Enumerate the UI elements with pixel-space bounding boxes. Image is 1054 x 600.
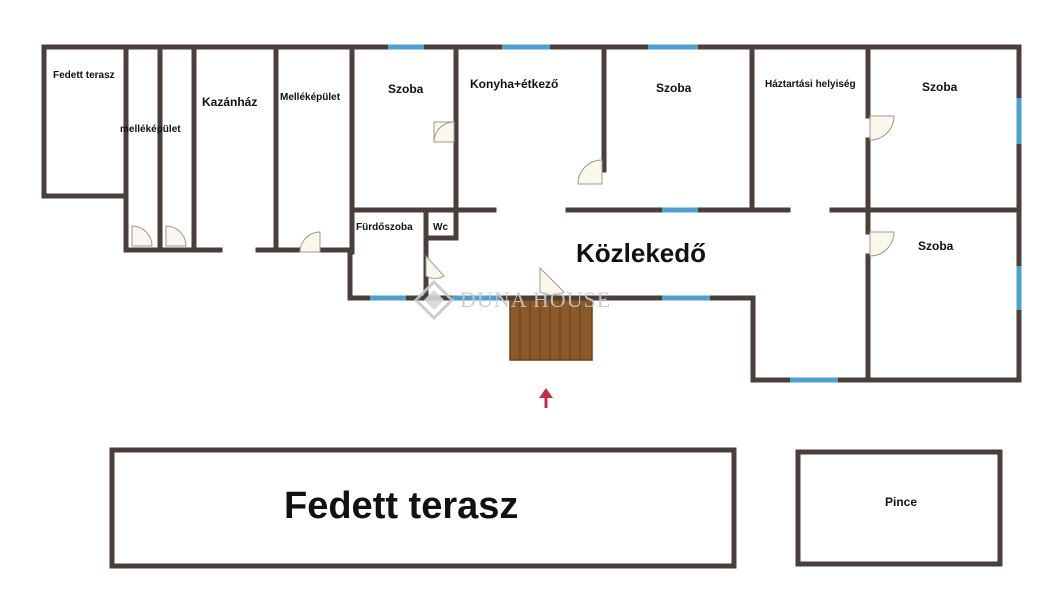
cellar-outline xyxy=(795,449,1003,567)
entrance-stairs xyxy=(509,299,593,361)
label-furdoszoba: Fürdőszoba xyxy=(356,222,413,233)
terrace-outline xyxy=(109,447,737,569)
label-konyha: Konyha+étkező xyxy=(470,77,558,91)
label-szoba-2: Szoba xyxy=(656,81,692,95)
room-labels: Fedett terasz melléképület Kazánház Mell… xyxy=(53,70,958,527)
label-kozlekedo: Közlekedő xyxy=(576,238,706,268)
label-melleképulet: Melléképület xyxy=(280,92,341,103)
label-fedett-terasz-large: Fedett terasz xyxy=(284,485,518,527)
windows xyxy=(370,44,1022,383)
label-pince: Pince xyxy=(885,495,917,509)
entrance-arrow-icon xyxy=(539,388,553,408)
label-wc: Wc xyxy=(433,222,448,233)
label-kazanhaz: Kazánház xyxy=(202,95,257,109)
doors xyxy=(131,115,895,296)
watermark-text: DUNA HOUSE xyxy=(460,287,611,312)
label-melleképulet-small: melléképület xyxy=(120,124,181,135)
label-szoba-3: Szoba xyxy=(922,80,958,94)
outer-walls xyxy=(41,44,1022,383)
label-fedett-terasz-small: Fedett terasz xyxy=(53,70,115,81)
label-szoba-1: Szoba xyxy=(388,82,424,96)
label-szoba-4: Szoba xyxy=(918,239,954,253)
label-haztartasi: Háztartási helyiség xyxy=(765,79,856,90)
interior-walls xyxy=(123,44,1022,383)
watermark: DUNA HOUSE xyxy=(413,279,611,321)
duna-house-logo-icon xyxy=(413,279,455,321)
